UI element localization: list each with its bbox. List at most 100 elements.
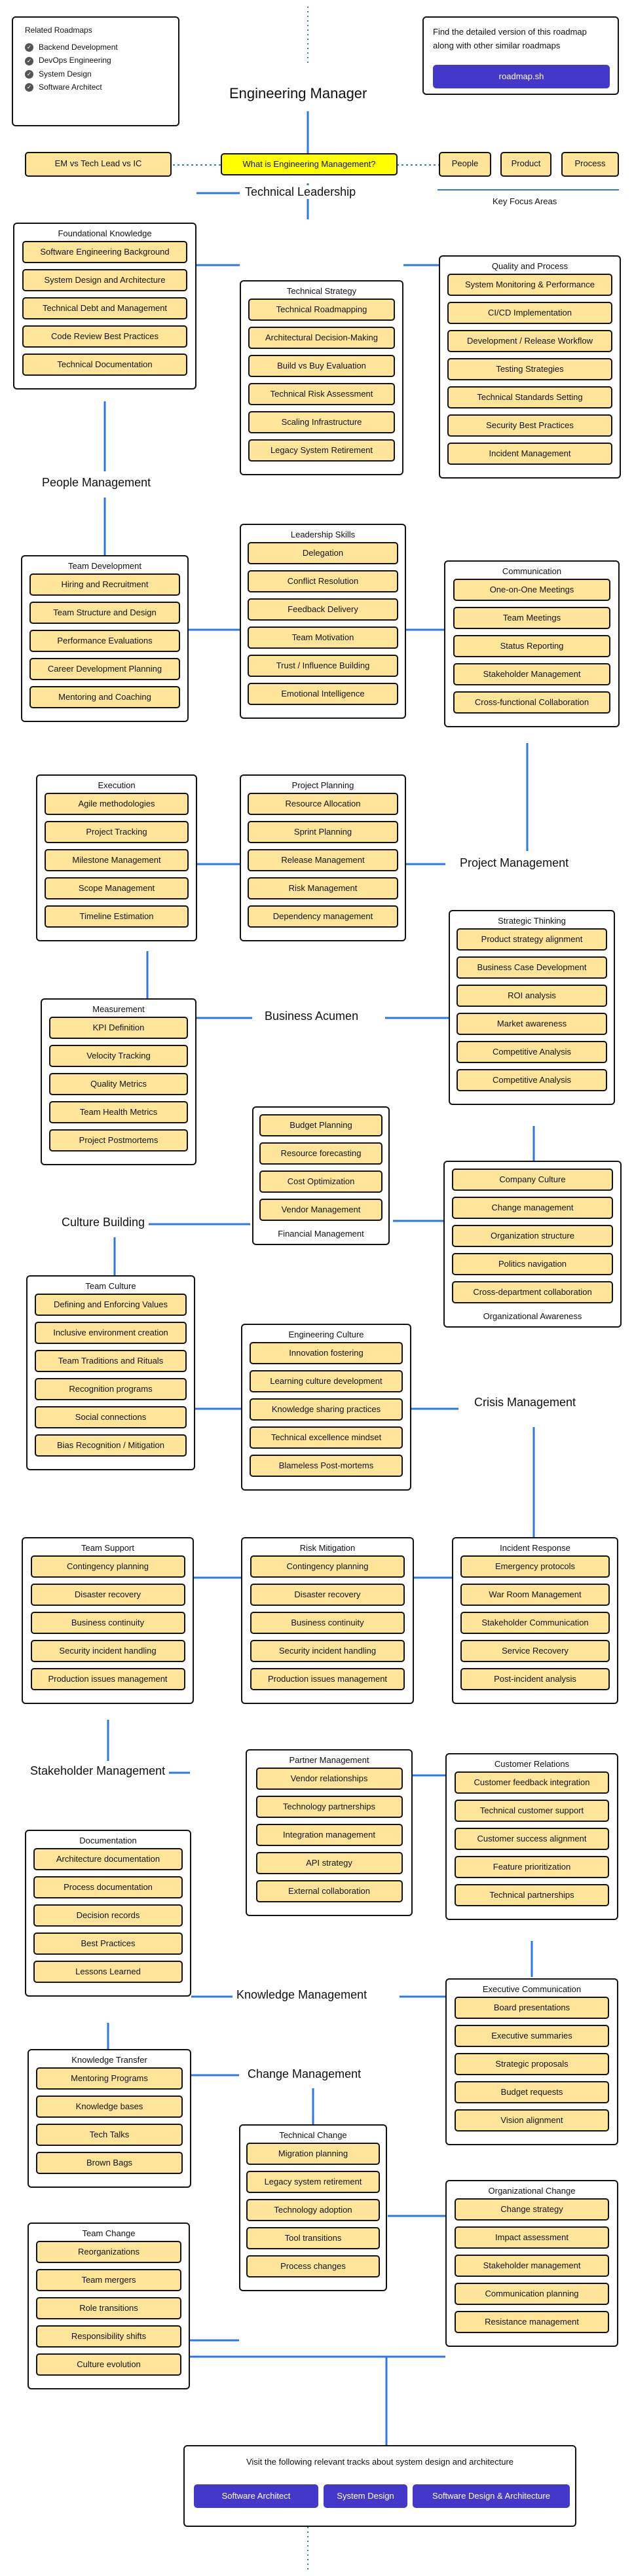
topic-item[interactable]: Vendor Management: [259, 1199, 382, 1221]
topic-item[interactable]: Learning culture development: [250, 1370, 403, 1392]
topic-item[interactable]: Business continuity: [30, 1612, 185, 1634]
related-roadmap-item[interactable]: ✓Software Architect: [25, 82, 178, 92]
topic-item[interactable]: Defining and Enforcing Values: [35, 1294, 187, 1316]
topic-item[interactable]: One-on-One Meetings: [453, 579, 610, 601]
topic-item[interactable]: Legacy System Retirement: [248, 439, 395, 462]
topic-item[interactable]: Budget requests: [455, 2081, 609, 2103]
topic-item[interactable]: Team Traditions and Rituals: [35, 1350, 187, 1372]
topic-item[interactable]: Production issues management: [250, 1668, 405, 1690]
topic-item[interactable]: Testing Strategies: [447, 358, 612, 380]
topic-item[interactable]: Feature prioritization: [455, 1856, 609, 1878]
topic-item[interactable]: Organization structure: [452, 1225, 613, 1247]
topic-item[interactable]: Product strategy alignment: [457, 928, 607, 951]
topic-item[interactable]: Emergency protocols: [460, 1555, 610, 1578]
topic-item[interactable]: Board presentations: [455, 1997, 609, 2019]
topic-item[interactable]: Politics navigation: [452, 1253, 613, 1275]
topic-item[interactable]: Cost Optimization: [259, 1170, 382, 1193]
topic-item[interactable]: Feedback Delivery: [248, 598, 398, 621]
topic-item[interactable]: Technical excellence mindset: [250, 1426, 403, 1449]
topic-item[interactable]: Team mergers: [36, 2269, 181, 2291]
focus-product[interactable]: Product: [500, 152, 551, 177]
topic-item[interactable]: Impact assessment: [455, 2226, 609, 2249]
topic-item[interactable]: Tech Talks: [36, 2124, 183, 2146]
topic-item[interactable]: Technology partnerships: [255, 1796, 403, 1818]
topic-item[interactable]: API strategy: [255, 1852, 403, 1874]
topic-item[interactable]: Agile methodologies: [45, 793, 189, 815]
topic-item[interactable]: Lessons Learned: [33, 1961, 183, 1983]
topic-item[interactable]: Cross-department collaboration: [452, 1281, 613, 1303]
topic-item[interactable]: Role transitions: [36, 2297, 181, 2319]
topic-item[interactable]: Stakeholder Communication: [460, 1612, 610, 1634]
topic-item[interactable]: Timeline Estimation: [45, 905, 189, 928]
topic-item[interactable]: Sprint Planning: [248, 821, 398, 843]
topic-item[interactable]: Company Culture: [452, 1169, 613, 1191]
topic-item[interactable]: Post-incident analysis: [460, 1668, 610, 1690]
topic-item[interactable]: Budget Planning: [259, 1114, 382, 1136]
related-roadmap-item[interactable]: ✓DevOps Engineering: [25, 56, 178, 65]
topic-item[interactable]: Trust / Influence Building: [248, 655, 398, 677]
topic-item[interactable]: Career Development Planning: [29, 658, 180, 680]
topic-item[interactable]: Security Best Practices: [447, 414, 612, 437]
topic-item[interactable]: Build vs Buy Evaluation: [248, 355, 395, 377]
topic-item[interactable]: Communication planning: [455, 2283, 609, 2305]
topic-item[interactable]: Scaling Infrastructure: [248, 411, 395, 433]
topic-item[interactable]: Stakeholder Management: [453, 663, 610, 685]
em-vs-techlead-vs-ic[interactable]: EM vs Tech Lead vs IC: [25, 152, 172, 177]
topic-item[interactable]: Vendor relationships: [255, 1768, 403, 1790]
footer-software-design-architecture-button[interactable]: Software Design & Architecture: [413, 2484, 570, 2508]
topic-item[interactable]: Dependency management: [248, 905, 398, 928]
heading-project-management[interactable]: Project Management: [456, 856, 573, 870]
topic-item[interactable]: Development / Release Workflow: [447, 330, 612, 352]
topic-item[interactable]: Delegation: [248, 542, 398, 564]
topic-item[interactable]: Project Tracking: [45, 821, 189, 843]
topic-item[interactable]: Contingency planning: [250, 1555, 405, 1578]
roadmap-sh-button[interactable]: roadmap.sh: [433, 65, 610, 88]
topic-item[interactable]: Incident Management: [447, 443, 612, 465]
topic-item[interactable]: War Room Management: [460, 1584, 610, 1606]
topic-item[interactable]: Team Structure and Design: [29, 602, 180, 624]
heading-business-acumen[interactable]: Business Acumen: [261, 1009, 363, 1023]
topic-item[interactable]: Disaster recovery: [250, 1584, 405, 1606]
topic-item[interactable]: Performance Evaluations: [29, 630, 180, 652]
topic-item[interactable]: Contingency planning: [30, 1555, 185, 1578]
topic-item[interactable]: Process documentation: [33, 1876, 183, 1898]
topic-item[interactable]: Integration management: [255, 1824, 403, 1846]
topic-item[interactable]: Knowledge sharing practices: [250, 1398, 403, 1421]
topic-item[interactable]: Cross-functional Collaboration: [453, 691, 610, 714]
topic-item[interactable]: Technical partnerships: [455, 1884, 609, 1906]
topic-item[interactable]: Vision alignment: [455, 2109, 609, 2132]
topic-item[interactable]: Security incident handling: [30, 1640, 185, 1662]
topic-item[interactable]: External collaboration: [255, 1880, 403, 1902]
topic-item[interactable]: ROI analysis: [457, 985, 607, 1007]
topic-item[interactable]: Architectural Decision-Making: [248, 327, 395, 349]
topic-item[interactable]: Scope Management: [45, 877, 189, 899]
heading-stakeholder-management[interactable]: Stakeholder Management: [26, 1764, 170, 1778]
topic-item[interactable]: Status Reporting: [453, 635, 610, 657]
topic-item[interactable]: Business Case Development: [457, 956, 607, 979]
topic-item[interactable]: Responsibility shifts: [36, 2325, 181, 2348]
topic-item[interactable]: Market awareness: [457, 1013, 607, 1035]
topic-item[interactable]: Technical Documentation: [22, 354, 187, 376]
related-roadmap-item[interactable]: ✓Backend Development: [25, 43, 178, 52]
focus-people[interactable]: People: [439, 152, 491, 177]
topic-item[interactable]: Brown Bags: [36, 2152, 183, 2174]
topic-item[interactable]: Risk Management: [248, 877, 398, 899]
topic-item[interactable]: Technical Risk Assessment: [248, 383, 395, 405]
heading-change-management[interactable]: Change Management: [244, 2067, 365, 2081]
topic-item[interactable]: Culture evolution: [36, 2353, 181, 2376]
topic-item[interactable]: Tool transitions: [246, 2227, 380, 2249]
topic-item[interactable]: Mentoring Programs: [36, 2067, 183, 2090]
topic-item[interactable]: Knowledge bases: [36, 2095, 183, 2118]
topic-item[interactable]: Competitive Analysis: [457, 1069, 607, 1091]
topic-item[interactable]: Customer feedback integration: [455, 1771, 609, 1794]
topic-item[interactable]: Team Health Metrics: [49, 1101, 188, 1123]
topic-item[interactable]: Technology adoption: [246, 2199, 380, 2221]
topic-item[interactable]: Velocity Tracking: [49, 1045, 188, 1067]
topic-item[interactable]: Competitive Analysis: [457, 1041, 607, 1063]
topic-item[interactable]: Architecture documentation: [33, 1848, 183, 1870]
topic-item[interactable]: Release Management: [248, 849, 398, 871]
topic-item[interactable]: Resource Allocation: [248, 793, 398, 815]
heading-knowledge-management[interactable]: Knowledge Management: [233, 1988, 371, 2002]
topic-item[interactable]: Production issues management: [30, 1668, 185, 1690]
topic-item[interactable]: Stakeholder management: [455, 2255, 609, 2277]
